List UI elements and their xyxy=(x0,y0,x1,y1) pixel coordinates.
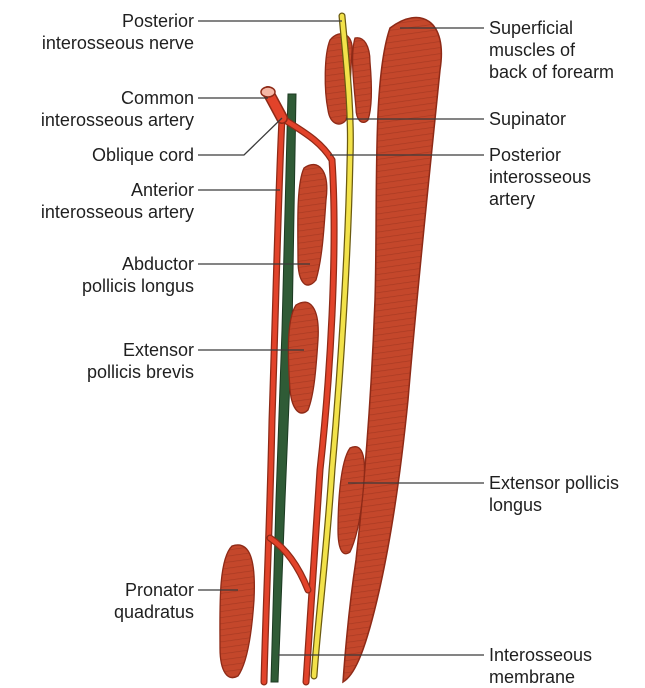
label-abductor-pollicis-longus: Abductor pollicis longus xyxy=(82,253,194,297)
label-posterior-interosseous-nerve: Posterior interosseous nerve xyxy=(42,10,194,54)
label-posterior-interosseous-artery: Posterior interosseous artery xyxy=(489,144,591,210)
label-extensor-pollicis-brevis: Extensor pollicis brevis xyxy=(87,339,194,383)
label-supinator: Supinator xyxy=(489,108,566,130)
label-oblique-cord: Oblique cord xyxy=(92,144,194,166)
label-interosseous-membrane: Interosseous membrane xyxy=(489,644,592,688)
label-pronator-quadratus: Pronator quadratus xyxy=(114,579,194,623)
pronator-quadratus-shape xyxy=(220,545,254,678)
label-anterior-interosseous-artery: Anterior interosseous artery xyxy=(41,179,194,223)
label-common-interosseous-artery: Common interosseous artery xyxy=(41,87,194,131)
abductor-pollicis-longus-shape xyxy=(298,165,327,286)
supinator-shape-right xyxy=(353,38,372,123)
extensor-pollicis-brevis-shape xyxy=(288,302,318,413)
label-superficial-muscles: Superficial muscles of back of forearm xyxy=(489,17,614,83)
common-artery-cut-end xyxy=(261,87,275,97)
label-extensor-pollicis-longus: Extensor pollicis longus xyxy=(489,472,619,516)
